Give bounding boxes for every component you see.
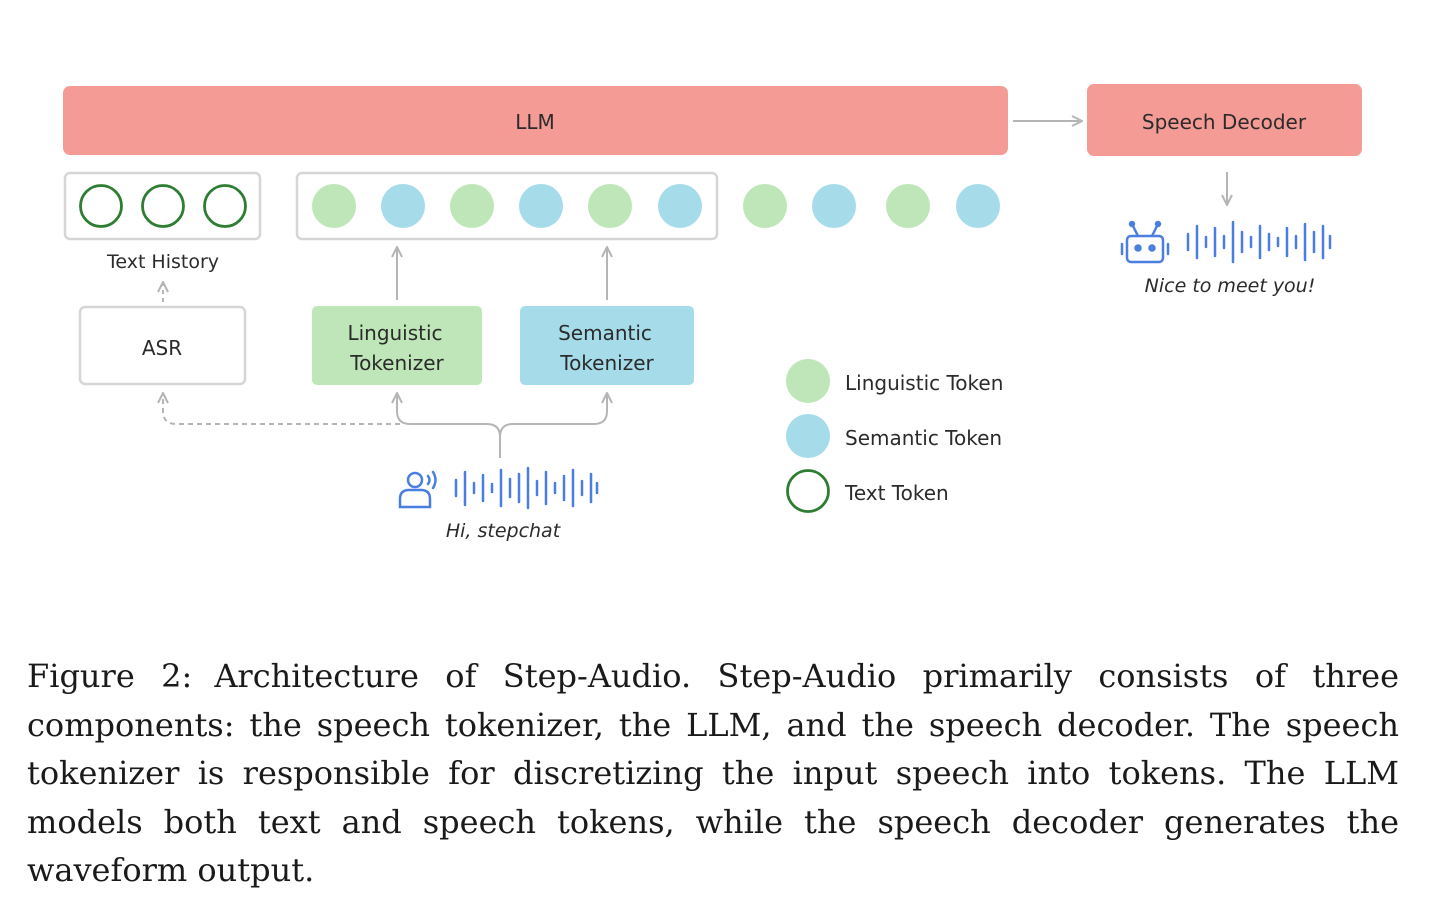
text-token [141,184,185,228]
linguistic-token [312,184,356,228]
caption-label: Figure 2: [27,657,193,695]
output-waveform [1186,220,1332,264]
legend-semantic-swatch [786,414,830,458]
robot-icon [1120,220,1170,264]
legend: Linguistic Token Semantic Token Text Tok… [786,359,1003,513]
text-history-label: Text History [106,251,219,273]
llm-block [63,86,1008,155]
semantic-token [658,184,702,228]
input-utterance: Hi, stepchat [446,520,562,542]
legend-linguistic-swatch [786,359,830,403]
speech-decoder-block [1087,84,1362,156]
semantic-tokenizer-block [520,306,694,385]
user-speaking-icon [398,470,437,509]
legend-semantic-label: Semantic Token [845,426,1002,450]
speech-decoder-label: Speech Decoder [1142,110,1307,134]
linguistic-tokenizer-line-1: Linguistic [347,321,442,345]
linguistic-token [588,184,632,228]
legend-text-swatch [786,469,830,513]
linguistic-token [743,184,787,228]
text-token [203,184,247,228]
input-to-asr-connector [163,393,400,425]
input-to-semantic-connector [499,393,607,438]
speech-token-group [295,171,719,241]
text-token [79,184,123,228]
asr-label: ASR [142,336,182,360]
input-waveform [454,466,599,510]
architecture-diagram: LLM Speech Decoder Text History ASR Ling… [63,84,1362,542]
semantic-token [956,184,1000,228]
caption-text: Architecture of Step-Audio. Step-Audio p… [27,657,1400,889]
output-utterance: Nice to meet you! [1145,275,1316,297]
input-to-linguistic-connector [397,393,501,458]
linguistic-token [450,184,494,228]
semantic-token [381,184,425,228]
linguistic-tokenizer-line-2: Tokenizer [349,351,444,375]
figure-caption: Figure 2:Architecture of Step-Audio. Ste… [27,652,1399,895]
semantic-token [519,184,563,228]
asr-block [78,305,247,386]
llm-label: LLM [515,110,555,134]
linguistic-tokenizer-block [312,306,482,385]
semantic-token [812,184,856,228]
semantic-tokenizer-line-2: Tokenizer [559,351,654,375]
linguistic-token [886,184,930,228]
legend-linguistic-label: Linguistic Token [845,371,1003,395]
legend-text-label: Text Token [844,481,949,505]
semantic-tokenizer-line-1: Semantic [558,321,652,345]
